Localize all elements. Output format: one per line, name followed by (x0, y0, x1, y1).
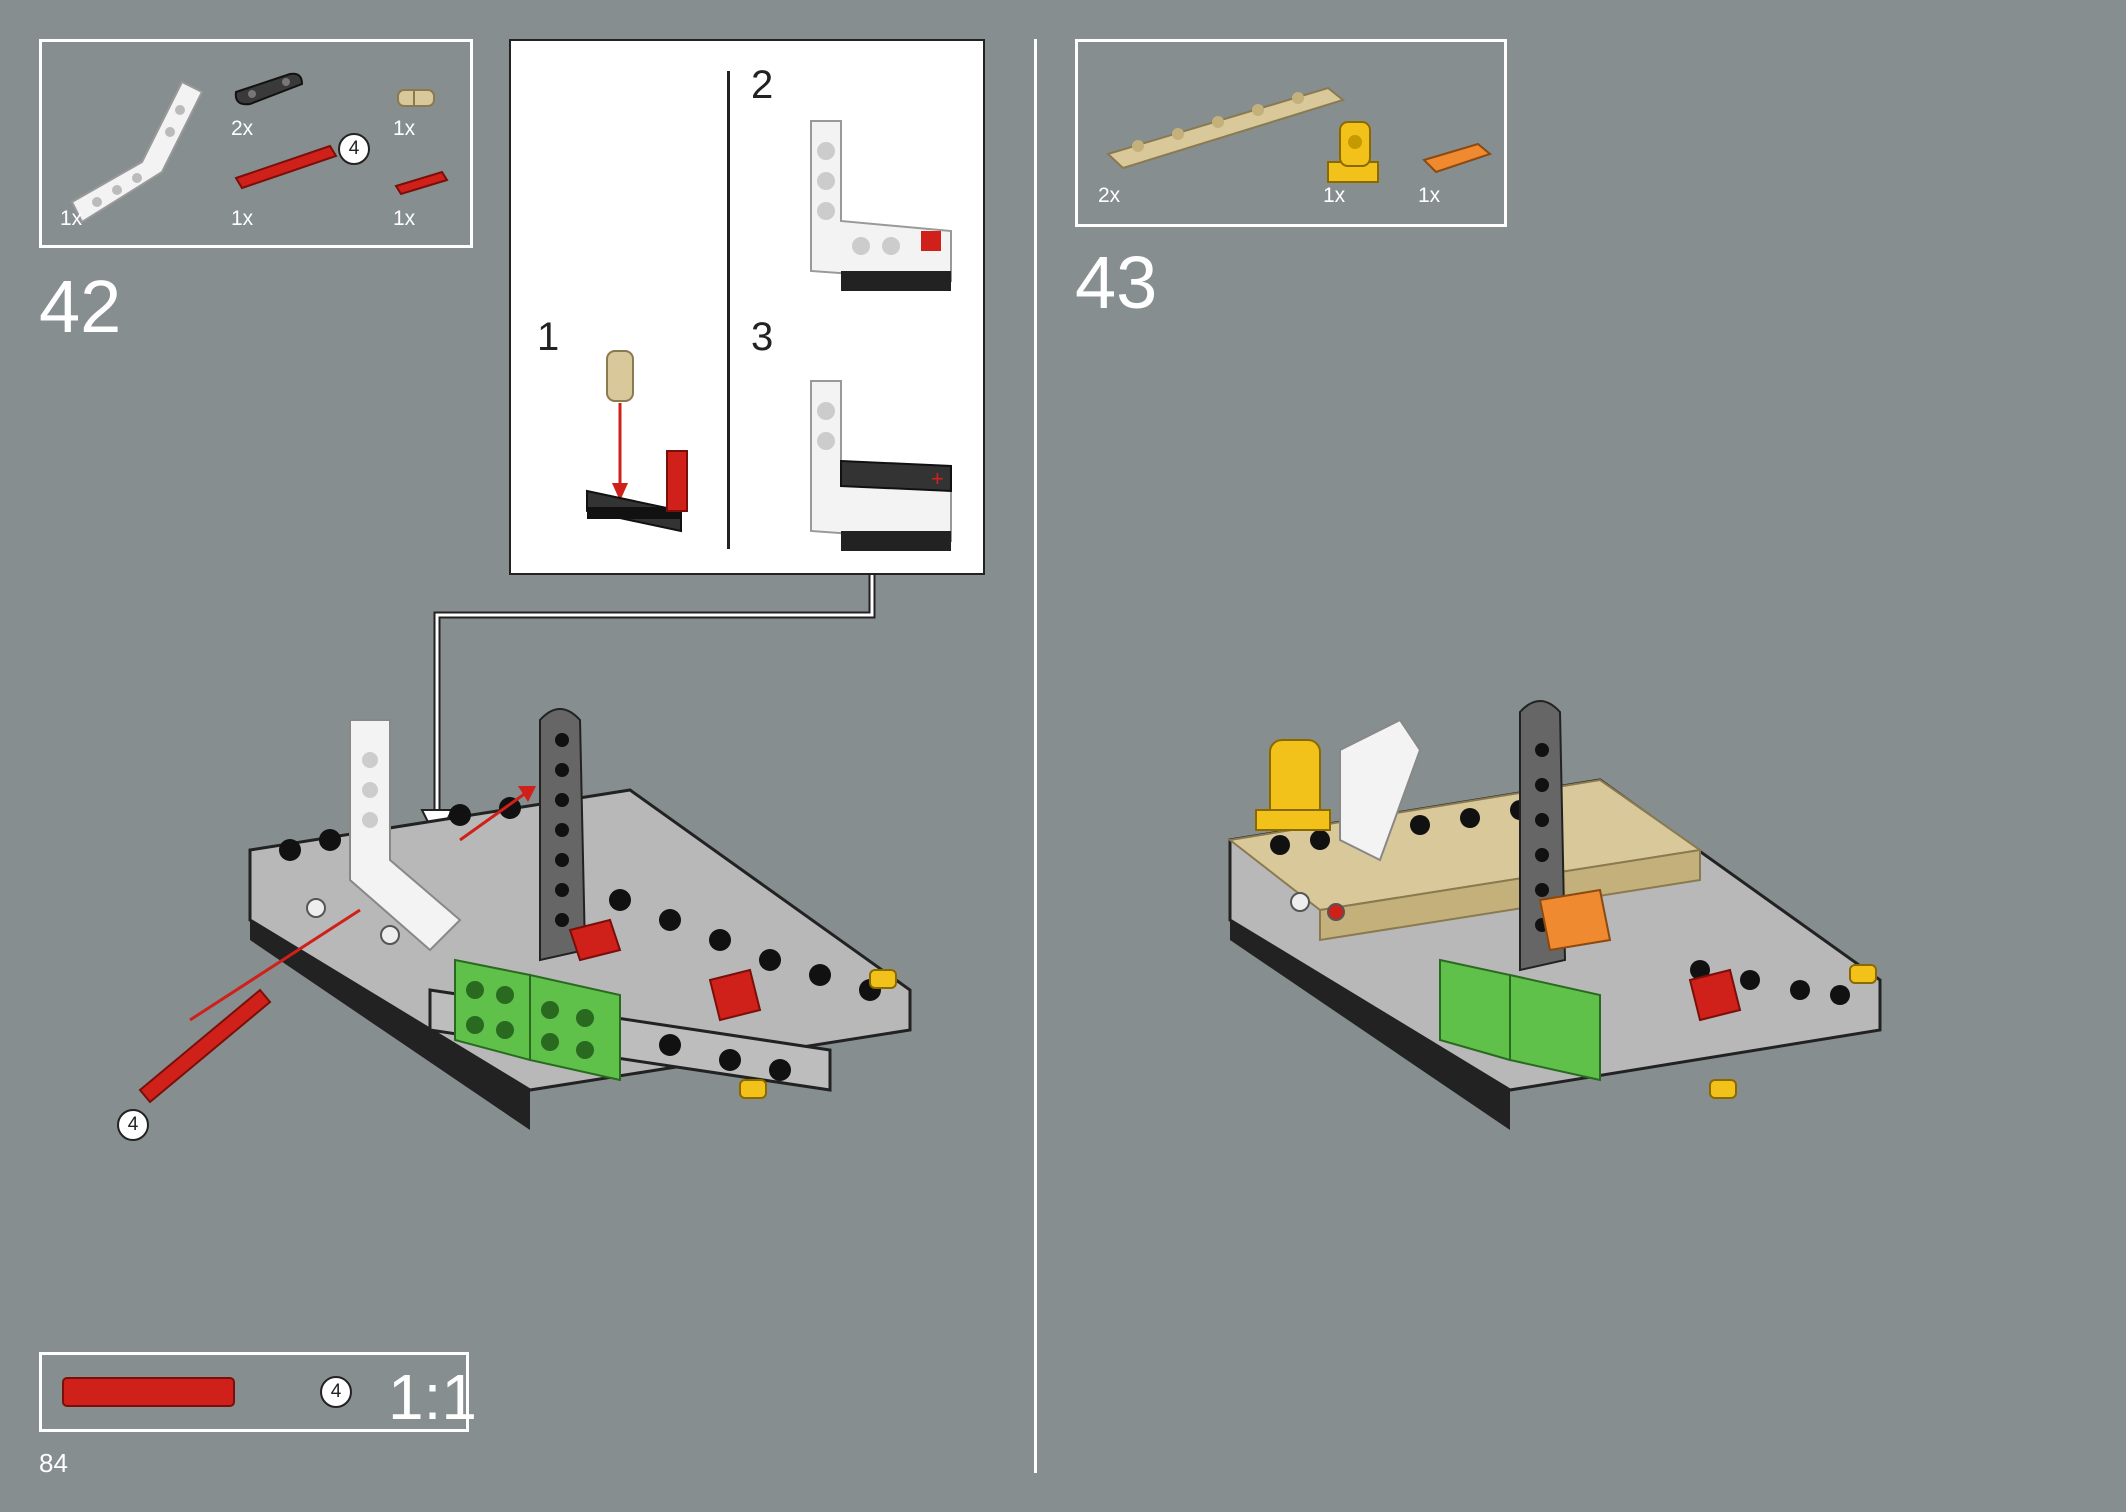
step42-model (138, 708, 912, 1130)
part-qty: 1x (1418, 184, 1441, 207)
black-thin-beam-part (234, 72, 304, 106)
orange-plate-1x2-part (1422, 142, 1493, 174)
svg-text:+: + (931, 466, 944, 491)
red-axle-length-4-part (234, 144, 338, 190)
part-qty: 2x (231, 117, 254, 140)
substep-number: 2 (751, 63, 774, 107)
part-qty: 1x (1323, 184, 1346, 207)
axle-length-badge: 4 (320, 1376, 352, 1408)
part-qty: 1x (393, 207, 416, 230)
step42-parts-list: 4 1x 2x 1x 1x 1x (39, 39, 473, 248)
substep3-illustration: + (810, 380, 952, 551)
part-qty: 2x (1098, 184, 1121, 207)
red-axle-scale-graphic (62, 1377, 235, 1407)
substep1-illustration (586, 350, 688, 533)
axle-length-badge: 4 (338, 133, 370, 165)
axle-length-badge: 4 (117, 1109, 149, 1141)
part-qty: 1x (60, 207, 83, 230)
scale-ratio: 1:1 (388, 1361, 477, 1433)
substep2-illustration (810, 120, 952, 291)
yellow-pin-connector-part (1327, 121, 1379, 183)
part-qty: 1x (393, 117, 416, 140)
white-angled-beam-part (70, 80, 204, 224)
page-divider (1034, 39, 1037, 1473)
substep-number: 1 (537, 315, 560, 359)
callout-divider (727, 71, 730, 549)
step43-model (1227, 700, 1882, 1130)
red-axle-short-part (394, 170, 449, 196)
tan-axle-pin-part (397, 89, 435, 107)
step43-parts-list: 2x 1x 1x (1075, 39, 1507, 227)
page-number: 84 (39, 1448, 68, 1478)
tan-plate-1x10-part (1106, 86, 1346, 170)
substep-number: 3 (751, 315, 774, 359)
part-qty: 1x (231, 207, 254, 230)
subassembly-callout: 1 2 3 + (509, 39, 985, 575)
step-number: 42 (39, 265, 122, 348)
axle-scale-box: 4 1:1 (39, 1352, 477, 1432)
step-number: 43 (1075, 241, 1158, 324)
